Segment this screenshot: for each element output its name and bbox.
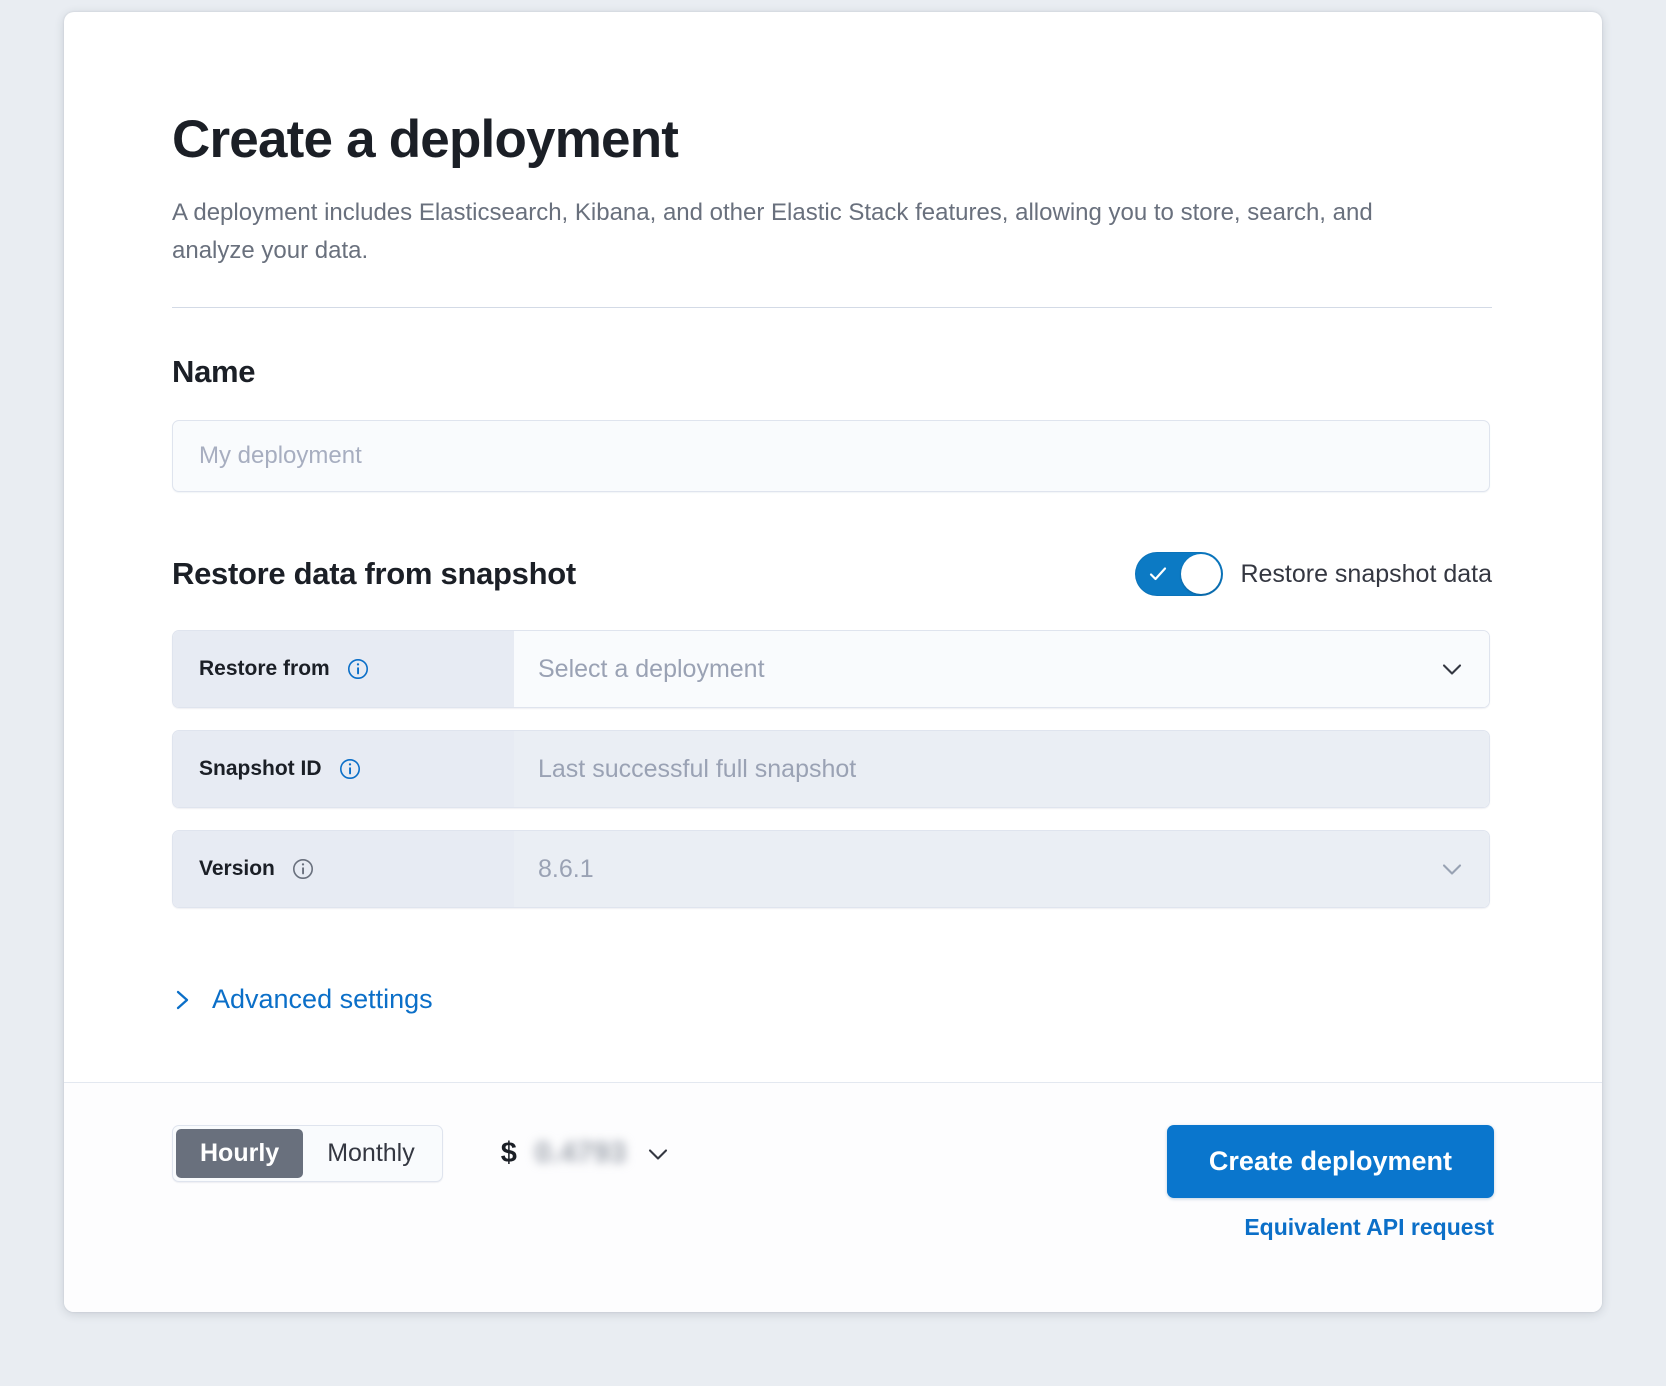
check-icon xyxy=(1150,567,1167,581)
restore-from-label: Restore from xyxy=(199,657,330,681)
form-content: Create a deployment A deployment include… xyxy=(64,12,1602,1015)
create-deployment-card: Create a deployment A deployment include… xyxy=(64,12,1602,1312)
chevron-down-icon xyxy=(1442,864,1462,876)
price-currency: $ xyxy=(500,1137,517,1169)
chevron-down-icon[interactable] xyxy=(645,1141,671,1167)
name-heading: Name xyxy=(172,354,256,390)
card-body: Create a deployment A deployment include… xyxy=(64,12,1602,1082)
info-icon[interactable] xyxy=(346,657,370,681)
version-field: 8.6.1 xyxy=(514,831,1489,908)
equivalent-api-request-link[interactable]: Equivalent API request xyxy=(1244,1214,1494,1240)
version-label-group: Version xyxy=(173,831,514,908)
header-divider xyxy=(172,307,1492,309)
snapshot-id-row: Snapshot ID Last successful full snapsho… xyxy=(172,730,1490,809)
version-row: Version 8.6.1 xyxy=(172,830,1490,909)
info-icon[interactable] xyxy=(291,857,315,881)
restore-snapshot-toggle[interactable] xyxy=(1135,552,1224,597)
advanced-settings-link[interactable]: Advanced settings xyxy=(172,984,1494,1015)
snapshot-id-label-group: Snapshot ID xyxy=(173,731,514,808)
price-display[interactable]: $ 0.4793 xyxy=(501,1137,671,1170)
billing-period-toggle[interactable]: Hourly Monthly xyxy=(172,1125,443,1182)
footer-bar: Hourly Monthly $ 0.4793 Create deploymen… xyxy=(64,1082,1602,1312)
version-value: 8.6.1 xyxy=(538,854,594,883)
chevron-right-icon xyxy=(176,990,189,1010)
page-description: A deployment includes Elasticsearch, Kib… xyxy=(172,198,1373,264)
page-title: Create a deployment xyxy=(172,110,679,169)
snapshot-id-label: Snapshot ID xyxy=(199,757,322,781)
restore-from-field[interactable]: Select a deployment xyxy=(514,631,1489,708)
deployment-name-placeholder: My deployment xyxy=(199,442,362,470)
restore-toggle-label: Restore snapshot data xyxy=(1240,559,1492,588)
snapshot-id-value: Last successful full snapshot xyxy=(538,754,857,783)
restore-section-header: Restore data from snapshot Restore snaps… xyxy=(172,552,1492,597)
snapshot-id-field: Last successful full snapshot xyxy=(514,731,1489,808)
footer-right: Create deployment Equivalent API request xyxy=(1166,1125,1494,1241)
restore-toggle-group[interactable]: Restore snapshot data xyxy=(1135,552,1492,597)
advanced-settings-label: Advanced settings xyxy=(212,984,433,1015)
billing-option-hourly[interactable]: Hourly xyxy=(176,1129,304,1178)
price-value: 0.4793 xyxy=(534,1137,627,1169)
restore-from-value: Select a deployment xyxy=(538,654,765,683)
toggle-knob xyxy=(1181,554,1222,595)
create-deployment-button[interactable]: Create deployment xyxy=(1166,1125,1494,1198)
chevron-down-icon[interactable] xyxy=(1439,656,1465,682)
deployment-name-input[interactable]: My deployment xyxy=(172,420,1490,493)
info-icon[interactable] xyxy=(338,757,362,781)
restore-from-row[interactable]: Restore from Select a deployment xyxy=(172,630,1490,709)
restore-from-label-group: Restore from xyxy=(173,631,514,708)
version-label: Version xyxy=(199,857,275,881)
name-section: Name My deployment xyxy=(172,354,1494,493)
restore-heading: Restore data from snapshot xyxy=(172,556,576,592)
billing-option-monthly[interactable]: Monthly xyxy=(327,1139,415,1167)
footer-left: Hourly Monthly $ 0.4793 xyxy=(172,1125,671,1182)
